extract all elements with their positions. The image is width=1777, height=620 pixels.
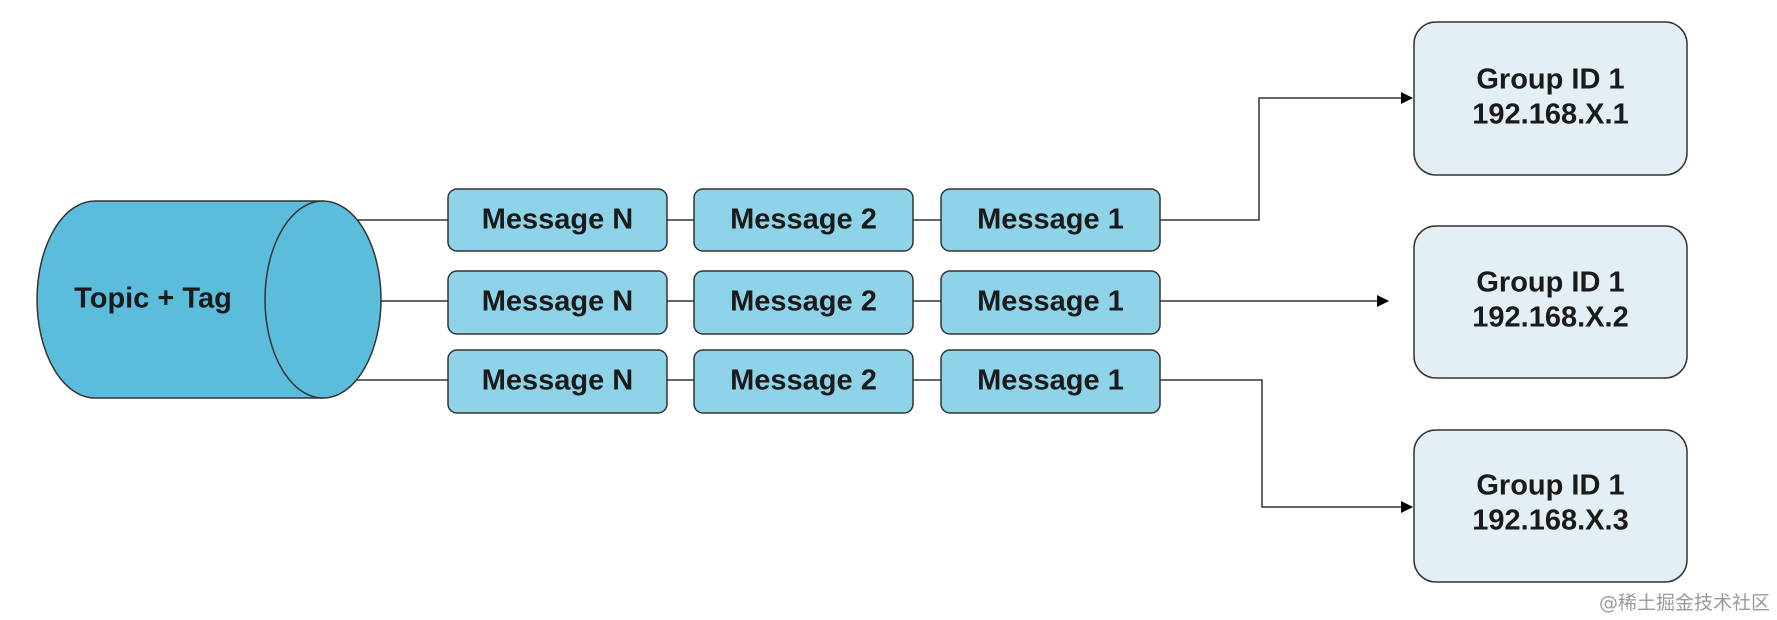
queue-row-1: Message N Message 2 Message 1 <box>447 188 1161 252</box>
message-box: Message 1 <box>940 270 1161 335</box>
message-label: Message N <box>482 286 634 318</box>
message-label: Message N <box>482 204 634 236</box>
consumer-address: 192.168.X.2 <box>1472 302 1628 334</box>
message-label: Message 2 <box>730 204 877 236</box>
message-label: Message 1 <box>977 286 1124 318</box>
message-label: Message 2 <box>730 286 877 318</box>
consumer-arrows <box>1160 92 1413 513</box>
queue-connectors <box>357 219 941 381</box>
consumer-group-id: Group ID 1 <box>1476 470 1624 502</box>
message-box: Message 2 <box>693 188 914 252</box>
arrow-to-consumer-1 <box>1160 92 1413 221</box>
consumer-address: 192.168.X.3 <box>1472 505 1628 537</box>
consumer-address: 192.168.X.1 <box>1472 99 1628 131</box>
message-label: Message 2 <box>730 365 877 397</box>
message-box: Message 1 <box>940 188 1161 252</box>
consumer-1: Group ID 1 192.168.X.1 <box>1413 21 1688 176</box>
cylinder-body <box>36 200 324 399</box>
message-box: Message N <box>447 270 668 335</box>
message-box: Message 2 <box>693 349 914 414</box>
message-label: Message 1 <box>977 204 1124 236</box>
queue-row-3: Message N Message 2 Message 1 <box>447 349 1161 414</box>
arrow-to-consumer-3 <box>1160 379 1413 513</box>
cylinder-end <box>264 200 382 399</box>
consumer-3: Group ID 1 192.168.X.3 <box>1413 429 1688 583</box>
message-box: Message 2 <box>693 270 914 335</box>
topic-label: Topic + Tag <box>74 283 232 315</box>
message-label: Message N <box>482 365 634 397</box>
queue-row-2: Message N Message 2 Message 1 <box>447 270 1161 335</box>
consumer-group-id: Group ID 1 <box>1476 267 1624 299</box>
message-box: Message N <box>447 188 668 252</box>
message-box: Message 1 <box>940 349 1161 414</box>
message-label: Message 1 <box>977 365 1124 397</box>
message-box: Message N <box>447 349 668 414</box>
consumer-group-id: Group ID 1 <box>1476 64 1624 96</box>
topic-cylinder: Topic + Tag <box>36 200 382 399</box>
consumer-2: Group ID 1 192.168.X.2 <box>1413 225 1688 379</box>
watermark: @稀土掘金技术社区 <box>1599 592 1770 614</box>
